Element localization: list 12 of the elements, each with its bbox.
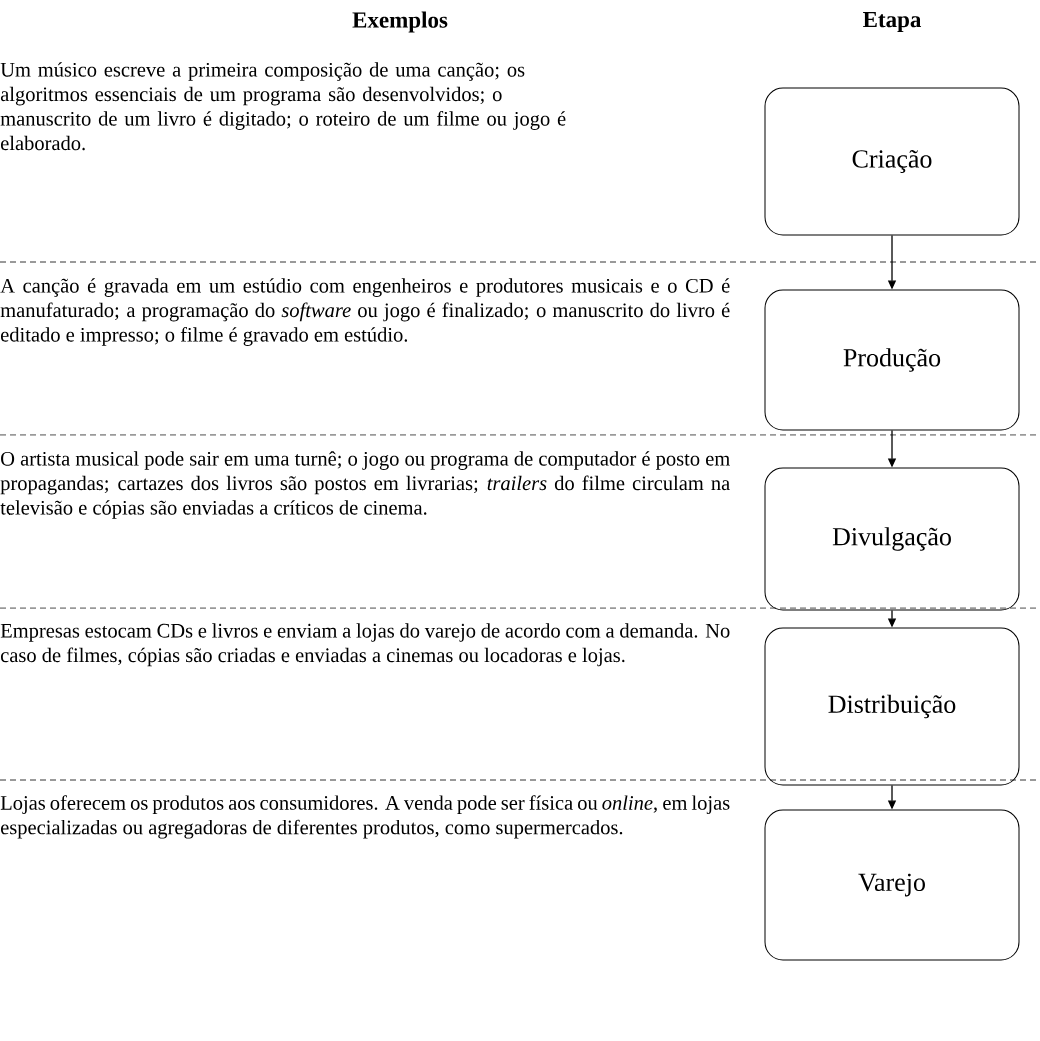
stage-box: Varejo: [764, 809, 1020, 961]
column-heading: Exemplos: [352, 11, 448, 33]
example-text: A canção é gravada em um estúdio com engenheiros e produtores musicais e o CD é manufaturado; a programação do software ou jogo é finalizado; o manuscrito do livro é editado e impresso; o filme é gravado em estúdio.: [0, 278, 730, 346]
stage-box: Criação: [764, 87, 1020, 236]
example-text: Um músico escreve a primeira composição de uma canção; os algoritmos essenciais de um programa são desenvolvidos; o manuscrito de um livro é digitado; o roteiro de um filme ou jogo é elaborado.: [0, 62, 566, 151]
stage-box: Divulgação: [764, 467, 1020, 611]
stage-box: Produção: [764, 289, 1020, 431]
column-heading: Etapa: [863, 12, 922, 32]
example-text: Lojas oferecem os produtos aos consumidores. A venda pode ser física ou online, em lojas especializadas ou agregadoras de diferentes produtos, como supermercados.: [0, 795, 730, 839]
stage-box: Distribuição: [764, 627, 1020, 786]
example-text: Empresas estocam CDs e livros e enviam a lojas do varejo de acordo com a demanda. No caso de filmes, cópias são criadas e enviadas a cinemas ou locadoras e lojas.: [0, 623, 730, 667]
example-text: O artista musical pode sair em uma turnê; o jogo ou programa de computador é posto em propagandas; cartazes dos livros são postos em livrarias; trailers do filme circulam na televisão e cópias são enviadas a críticos de cinema.: [0, 451, 730, 519]
